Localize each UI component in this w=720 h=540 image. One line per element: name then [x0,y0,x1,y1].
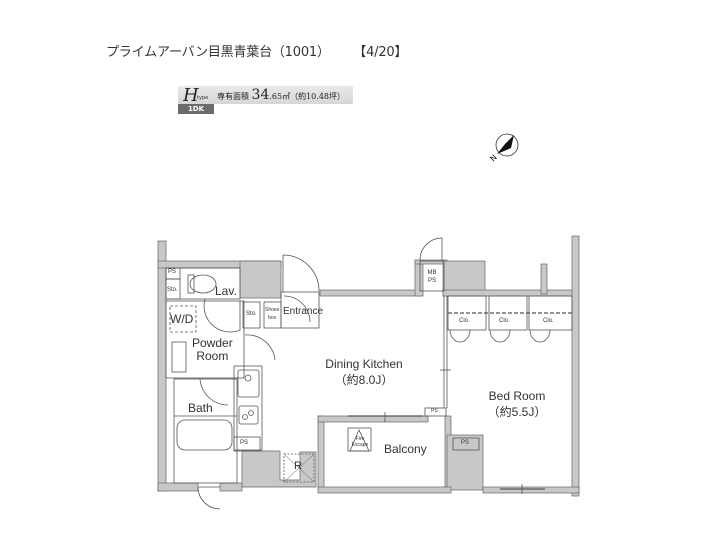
entrance-label: Entrance [283,306,324,317]
mb-text: MB [427,270,437,276]
area-label: 専有面積 [217,92,249,101]
walls [157,235,580,497]
shoes-box-label: Shoes box [265,306,279,322]
powder-text: Powder [192,336,233,350]
box-text: box [268,315,277,321]
bathtub-icon [176,419,233,451]
ps-label-balcony: PS [461,440,470,446]
bath-label: Bath [188,401,213,415]
type-letter: H [183,85,199,106]
washer-dryer-icon [169,305,197,333]
ps-label-top: PS [168,269,177,275]
closet-label-2: Clo. [499,318,510,324]
area-value: 34 [251,87,270,103]
sto-label-lav: Sto. [167,287,178,293]
unit-type-band [178,86,353,104]
lav-label: Lav. [215,284,237,298]
ps-text: PS [427,278,436,284]
page-title: プライムアーバン目黒青葉台（1001） 【4/20】 [106,41,407,60]
bed-size-text: （約5.5J） [487,405,547,419]
wd-label: W/D [170,312,194,326]
escape-text: Escape [351,442,369,448]
fire-text: Fire [355,436,365,442]
area-detail: .65㎡（約10.48坪） [269,92,345,101]
bed-room-text: Bed Room [488,389,546,403]
floor-area: 専有面積 34.65㎡（約10.48坪） [217,87,345,103]
balcony-label: Balcony [384,442,427,456]
dining-size-text: （約8.0J） [334,373,394,387]
dining-kitchen-text: Dining Kitchen [325,357,403,371]
ps-label-kitchen: PS [240,440,249,446]
toilet-icon [187,274,217,294]
refrigerator-label: R [294,460,302,472]
north-arrow-icon: N [488,133,519,164]
bed-room-label: Bed Room （約5.5J） [477,388,557,420]
refrigerator-space [283,453,315,483]
mb-ps-label: MB PS [424,269,440,285]
stove-icon [238,405,259,425]
page-indicator: 【4/20】 [359,45,408,60]
sto-label-entry: Sto. [246,311,257,317]
closet-label-3: Clo. [543,318,554,324]
shoes-text: Shoes [265,307,280,313]
ps-label-balcony-small: PS [431,408,438,414]
svg-text:N: N [488,153,499,164]
room-lines [165,237,573,510]
dining-kitchen-label: Dining Kitchen （約8.0J） [309,356,419,388]
sink-icon [171,341,187,373]
layout-badge: 1DK [178,104,214,114]
type-word: type [197,95,209,101]
property-name: プライムアーバン目黒青葉台（1001） [106,45,330,60]
room-text: Room [196,349,229,363]
closet-label-1: Clo. [459,318,470,324]
